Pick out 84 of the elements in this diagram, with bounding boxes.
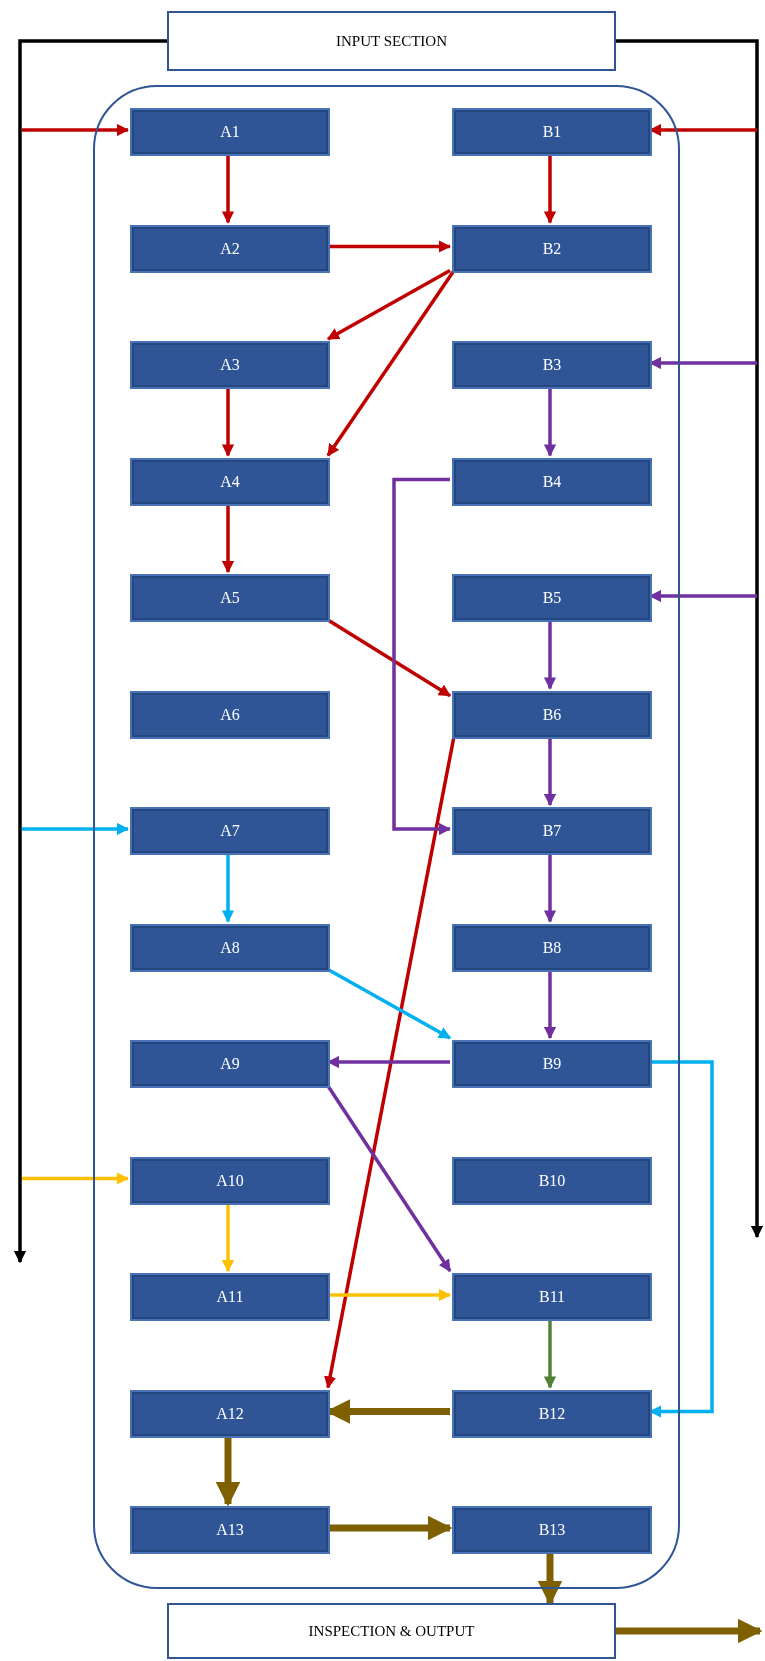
arrow <box>326 1085 452 1272</box>
arrow <box>326 269 456 457</box>
node-label: A5 <box>220 588 240 608</box>
process-box <box>130 1156 330 1205</box>
process-box <box>452 690 652 739</box>
process-box <box>452 457 652 506</box>
process-box <box>130 690 330 739</box>
process-box <box>130 108 330 156</box>
node-label: B11 <box>538 1287 566 1307</box>
arrow <box>543 736 557 807</box>
node-label: B10 <box>538 1170 566 1191</box>
process-box <box>452 1389 652 1438</box>
process-box <box>130 574 330 622</box>
node-label: B8 <box>542 937 562 958</box>
node-label: A6 <box>220 704 240 725</box>
arrow <box>543 853 557 923</box>
node-label: A10 <box>216 1170 244 1191</box>
node-label: INPUT SECTION <box>336 31 447 51</box>
arrow <box>221 503 235 574</box>
node-label: A7 <box>220 821 240 841</box>
process-box <box>130 807 330 855</box>
node-label: A4 <box>220 471 240 492</box>
arrow <box>22 822 130 836</box>
node-label: B7 <box>542 821 562 841</box>
arrow <box>215 1435 241 1507</box>
process-box <box>130 923 330 972</box>
node-label: B12 <box>538 1403 566 1424</box>
process-box <box>452 341 652 389</box>
process-box <box>130 1389 330 1438</box>
node-label: A8 <box>220 937 240 958</box>
arrow <box>221 387 235 457</box>
process-box <box>452 574 652 622</box>
section-box <box>167 1603 616 1659</box>
process-box <box>452 1040 652 1088</box>
node-label: B4 <box>542 471 562 492</box>
process-box <box>452 1506 652 1554</box>
node-label: B6 <box>542 704 562 725</box>
node-label: A3 <box>220 355 240 375</box>
process-box <box>452 1156 652 1205</box>
arrow <box>327 967 452 1040</box>
node-label: A13 <box>216 1520 244 1540</box>
arrow <box>221 154 235 224</box>
node-label: B1 <box>542 122 562 142</box>
arrow <box>22 1172 130 1185</box>
process-box <box>452 1273 652 1321</box>
node-label: B3 <box>542 355 562 375</box>
arrow <box>543 154 557 224</box>
node-label: A11 <box>216 1287 244 1307</box>
arrow <box>543 387 557 457</box>
arrow <box>22 123 130 137</box>
process-box <box>130 224 330 273</box>
process-box <box>130 1040 330 1088</box>
process-box <box>452 108 652 156</box>
process-box <box>130 457 330 506</box>
arrow <box>326 268 451 341</box>
arrow <box>392 477 452 836</box>
process-box <box>452 807 652 855</box>
arrow <box>543 969 557 1040</box>
process-box <box>452 224 652 273</box>
process-box <box>452 923 652 972</box>
arrow <box>616 39 764 1239</box>
arrow <box>543 620 557 690</box>
node-label: B5 <box>542 588 562 608</box>
arrow <box>221 1202 235 1273</box>
node-label: B9 <box>542 1054 562 1074</box>
arrow <box>616 1618 763 1644</box>
arrow <box>537 1552 563 1606</box>
node-label: A1 <box>220 122 240 142</box>
process-box <box>130 341 330 389</box>
node-label: B2 <box>542 238 562 259</box>
arrow <box>327 618 452 698</box>
arrow <box>221 853 235 923</box>
arrow <box>324 736 456 1389</box>
arrow <box>543 1319 557 1389</box>
section-box <box>167 11 616 71</box>
node-label: A12 <box>216 1403 244 1424</box>
node-label: B13 <box>538 1520 566 1540</box>
node-label: A2 <box>220 238 240 259</box>
node-label: A9 <box>220 1054 240 1074</box>
process-box <box>130 1273 330 1321</box>
node-label: INSPECTION & OUTPUT <box>308 1621 475 1641</box>
process-box <box>130 1506 330 1554</box>
arrow <box>13 39 167 1264</box>
process-frame <box>93 85 680 1589</box>
